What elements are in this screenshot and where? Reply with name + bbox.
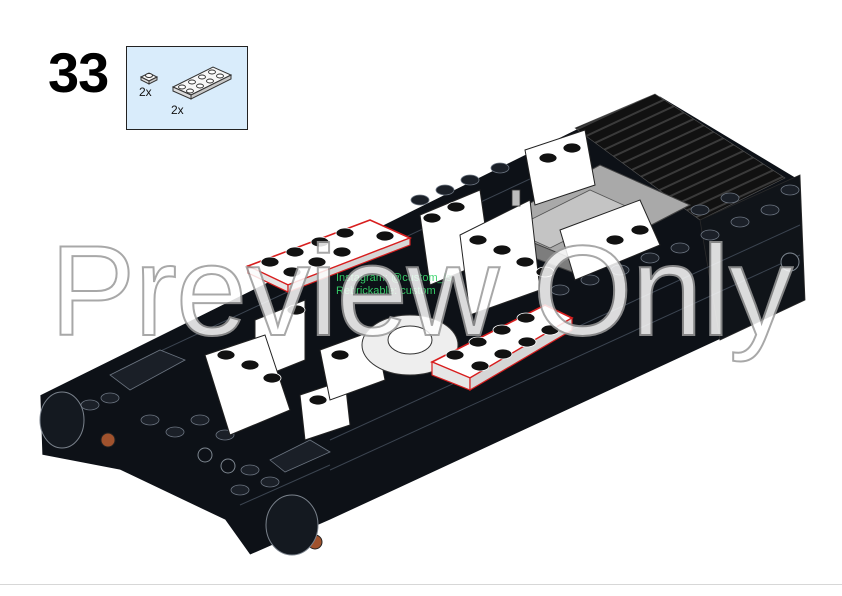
step-number: 33 xyxy=(48,41,109,104)
part-qty-round-plate: 2x xyxy=(139,85,152,99)
parts-callout: 2x 2x xyxy=(126,46,248,130)
part-qty-2x4-plate: 2x xyxy=(171,103,184,117)
new-plate-right xyxy=(430,304,574,392)
part-2x4-plate-icon xyxy=(171,66,233,100)
credit-line-2: Rebrickable: custom xyxy=(336,285,436,297)
preview-watermark: Preview Only xyxy=(49,219,794,364)
new-plate-left xyxy=(245,219,413,293)
parts-illustration xyxy=(139,66,233,100)
turntable xyxy=(361,314,459,376)
part-round-plate-icon xyxy=(139,72,159,85)
page-divider xyxy=(0,584,842,585)
credit-line-1: Instagram: @custom_ls xyxy=(336,272,452,284)
designer-credit: Instagram: @custom_ls Rebrickable: custo… xyxy=(336,272,452,298)
white-bricks xyxy=(204,129,661,441)
axle-pin-front-icon xyxy=(100,432,116,448)
